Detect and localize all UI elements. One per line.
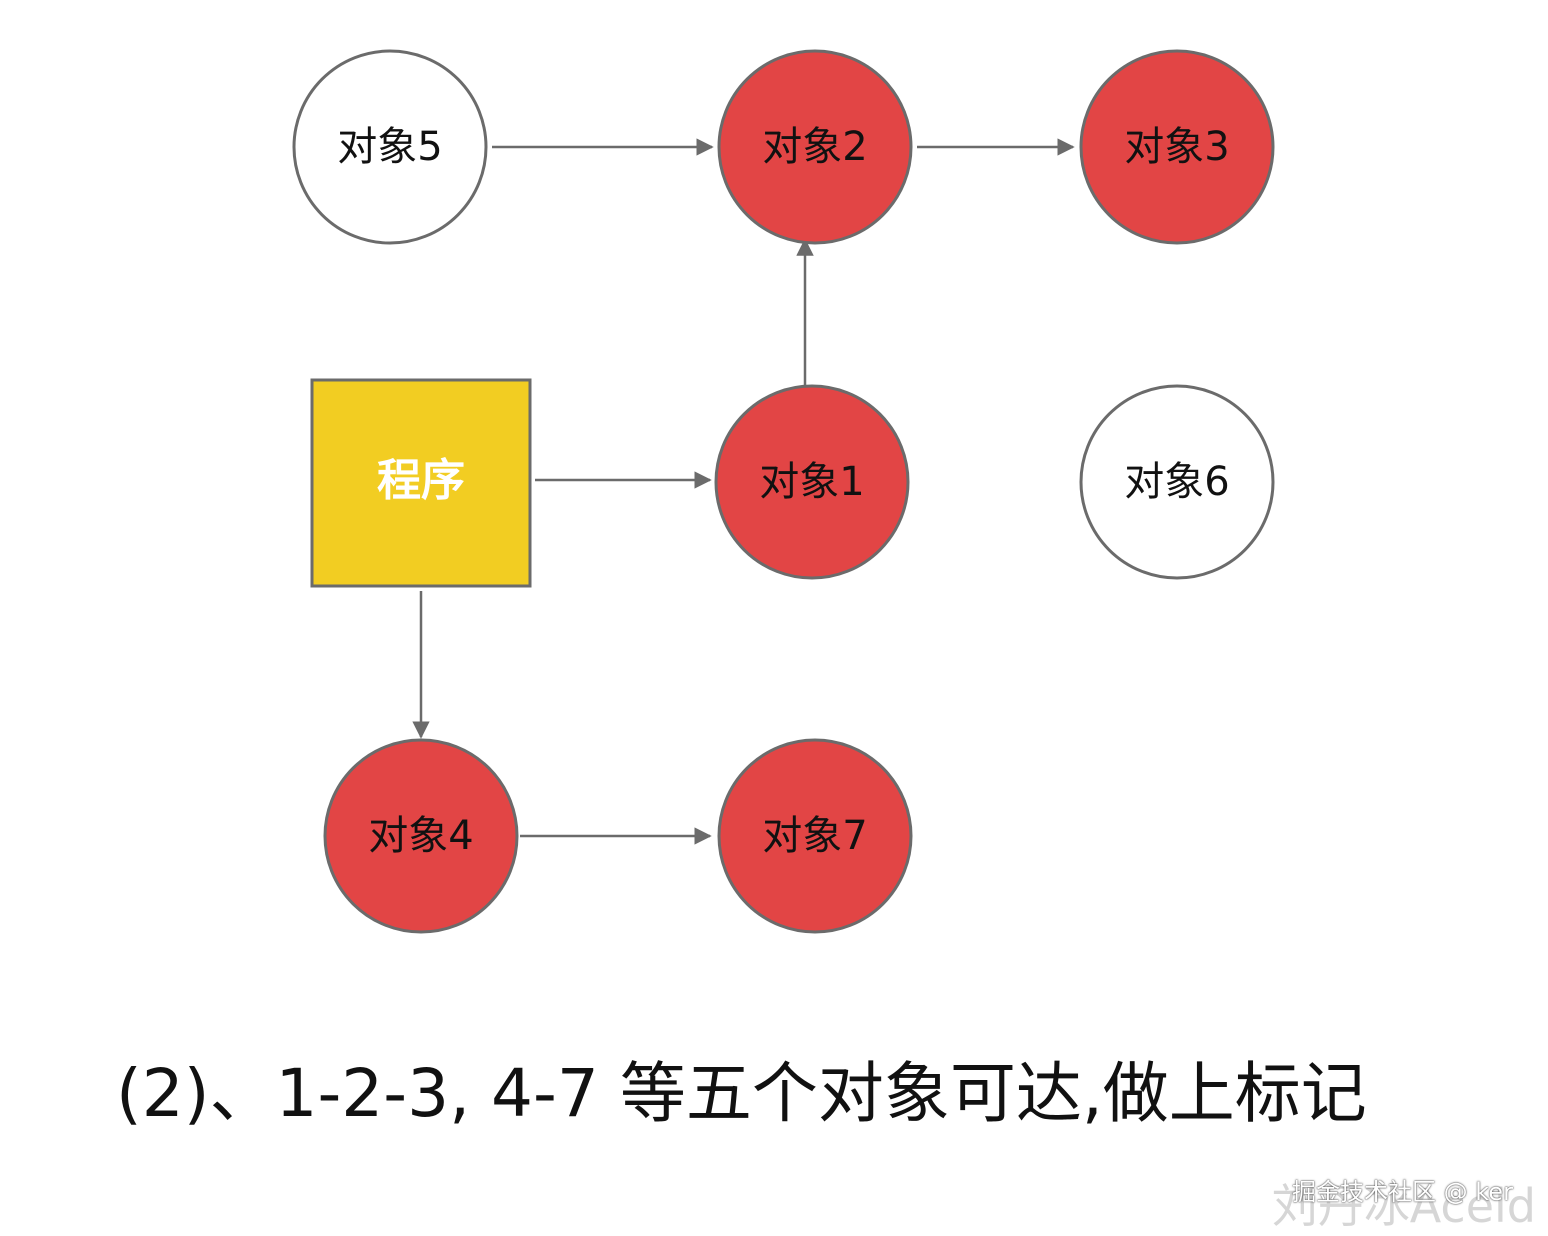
site-watermark: 掘金技术社区 @ ker xyxy=(1292,1178,1513,1206)
node-obj1-circle xyxy=(714,384,910,580)
node-obj6-circle xyxy=(1079,384,1275,580)
node-obj4: 对象4 xyxy=(323,738,519,934)
node-obj7-circle xyxy=(717,738,913,934)
node-obj3-circle xyxy=(1079,49,1275,245)
node-obj3-label: 对象3 xyxy=(1124,124,1229,170)
node-obj1: 对象1 xyxy=(714,384,910,580)
node-obj7-label: 对象7 xyxy=(762,813,867,859)
program-root-label: 程序 xyxy=(377,455,465,506)
program-root-box: 程序 xyxy=(310,378,532,588)
node-obj4-label: 对象4 xyxy=(368,813,473,859)
node-obj6: 对象6 xyxy=(1079,384,1275,580)
node-obj6-label: 对象6 xyxy=(1124,459,1229,505)
node-obj2-label: 对象2 xyxy=(762,124,867,170)
node-obj3: 对象3 xyxy=(1079,49,1275,245)
node-obj7: 对象7 xyxy=(717,738,913,934)
node-obj5-label: 对象5 xyxy=(337,124,442,170)
node-obj2: 对象2 xyxy=(717,49,913,245)
node-obj1-label: 对象1 xyxy=(759,459,864,505)
node-obj2-circle xyxy=(717,49,913,245)
node-obj5-circle xyxy=(292,49,488,245)
step-caption: (2)、1-2-3, 4-7 等五个对象可达,做上标记 xyxy=(116,1055,1367,1132)
author-watermark: 刘丹冰Aceld xyxy=(1271,1179,1536,1233)
node-obj5: 对象5 xyxy=(292,49,488,245)
node-obj4-circle xyxy=(323,738,519,934)
